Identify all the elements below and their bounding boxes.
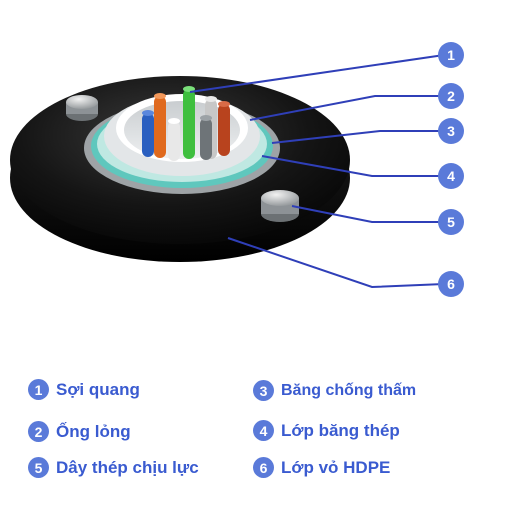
legend-item-water-blocking-tape: 3 Băng chống thấm bbox=[253, 380, 416, 401]
callout-3: 3 bbox=[438, 118, 464, 144]
legend-item-optical-fiber: 1 Sợi quang bbox=[28, 379, 140, 400]
legend-number-badge: 5 bbox=[28, 457, 49, 478]
legend-item-steel-tape: 4 Lớp băng thép bbox=[253, 420, 400, 441]
leader-line-1 bbox=[189, 54, 445, 93]
legend-number-badge: 4 bbox=[253, 420, 274, 441]
legend-label: Ống lỏng bbox=[56, 421, 131, 441]
callout-markers: 1 2 3 4 5 6 bbox=[438, 42, 464, 297]
svg-text:4: 4 bbox=[447, 168, 455, 184]
svg-text:5: 5 bbox=[447, 214, 455, 230]
callout-2: 2 bbox=[438, 83, 464, 109]
svg-text:1: 1 bbox=[447, 47, 455, 63]
svg-text:3: 3 bbox=[447, 123, 455, 139]
legend-label: Sợi quang bbox=[56, 379, 140, 399]
leader-line-5 bbox=[291, 205, 444, 223]
legend-label: Băng chống thấm bbox=[281, 381, 417, 399]
legend-number-badge: 2 bbox=[28, 421, 49, 442]
legend-item-hdpe-sheath: 6 Lớp vỏ HDPE bbox=[253, 457, 390, 478]
leader-lines bbox=[189, 54, 445, 289]
legend-number-badge: 1 bbox=[28, 379, 49, 400]
optical-fibers bbox=[142, 86, 230, 161]
callout-4: 4 bbox=[438, 163, 464, 189]
legend-label: Dây thép chịu lực bbox=[56, 457, 199, 477]
svg-text:6: 6 bbox=[447, 276, 455, 292]
steel-strength-member-right bbox=[261, 190, 299, 222]
legend-number-badge: 3 bbox=[253, 380, 274, 401]
legend-label: Lớp vỏ HDPE bbox=[281, 457, 391, 477]
legend-label: Lớp băng thép bbox=[281, 420, 400, 440]
leader-line-6 bbox=[227, 237, 445, 289]
legend-item-loose-tube: 2 Ống lỏng bbox=[28, 421, 131, 442]
callout-6: 6 bbox=[438, 271, 464, 297]
steel-strength-member-left bbox=[66, 95, 98, 121]
callout-5: 5 bbox=[438, 209, 464, 235]
legend-item-steel-strength-member: 5 Dây thép chịu lực bbox=[28, 457, 199, 478]
legend-number-badge: 6 bbox=[253, 457, 274, 478]
leader-line-4 bbox=[261, 155, 444, 177]
svg-text:2: 2 bbox=[447, 88, 455, 104]
leader-line-3 bbox=[271, 130, 444, 144]
leader-line-2 bbox=[249, 95, 444, 121]
callout-1: 1 bbox=[438, 42, 464, 68]
cable-cross-section-diagram: 1 2 3 4 5 6 bbox=[10, 42, 464, 297]
